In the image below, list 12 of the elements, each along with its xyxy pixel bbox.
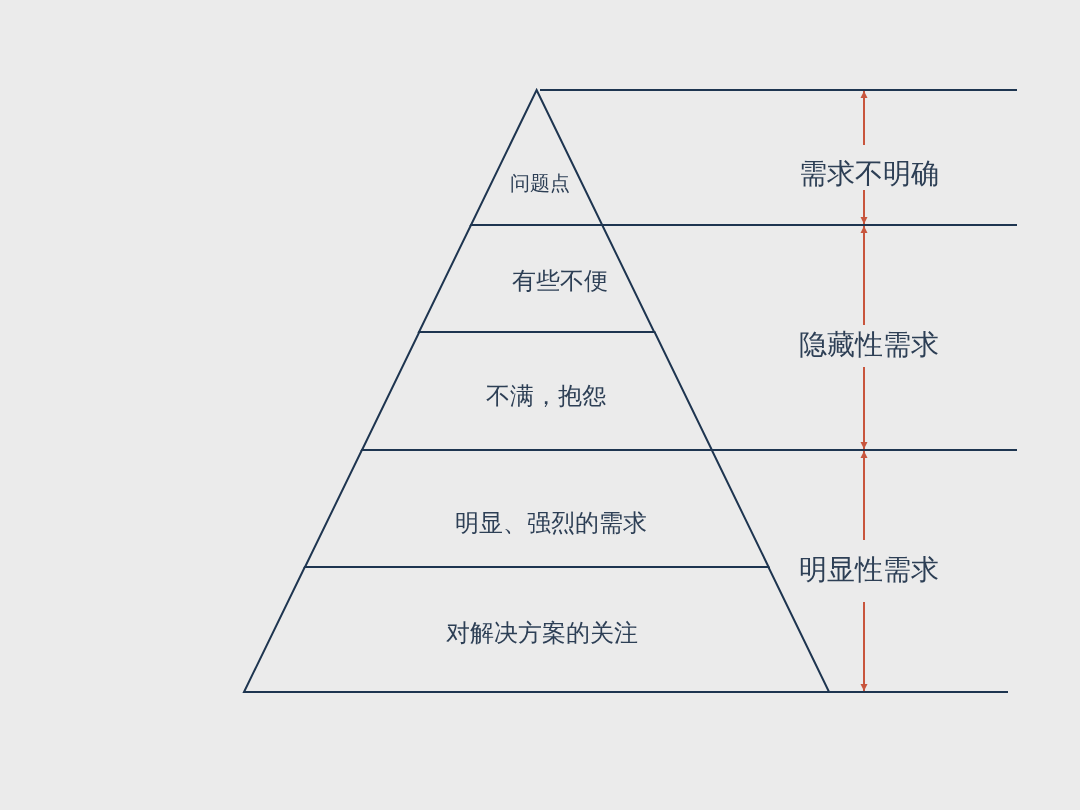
layer-label: 问题点 [510, 171, 570, 195]
region-label: 需求不明确 [799, 157, 939, 191]
layer-label: 对解决方案的关注 [446, 620, 638, 648]
layer-label: 有些不便 [512, 268, 608, 296]
pyramid-layer [469, 88, 605, 227]
layer-label: 明显、强烈的需求 [455, 510, 647, 538]
pyramid-layer [417, 223, 657, 334]
region-label: 隐藏性需求 [799, 328, 939, 362]
pyramid-layer [303, 448, 771, 569]
region-label: 明显性需求 [799, 553, 939, 587]
pyramid-layer [360, 330, 714, 452]
layer-label: 不满，抱怨 [486, 383, 606, 411]
